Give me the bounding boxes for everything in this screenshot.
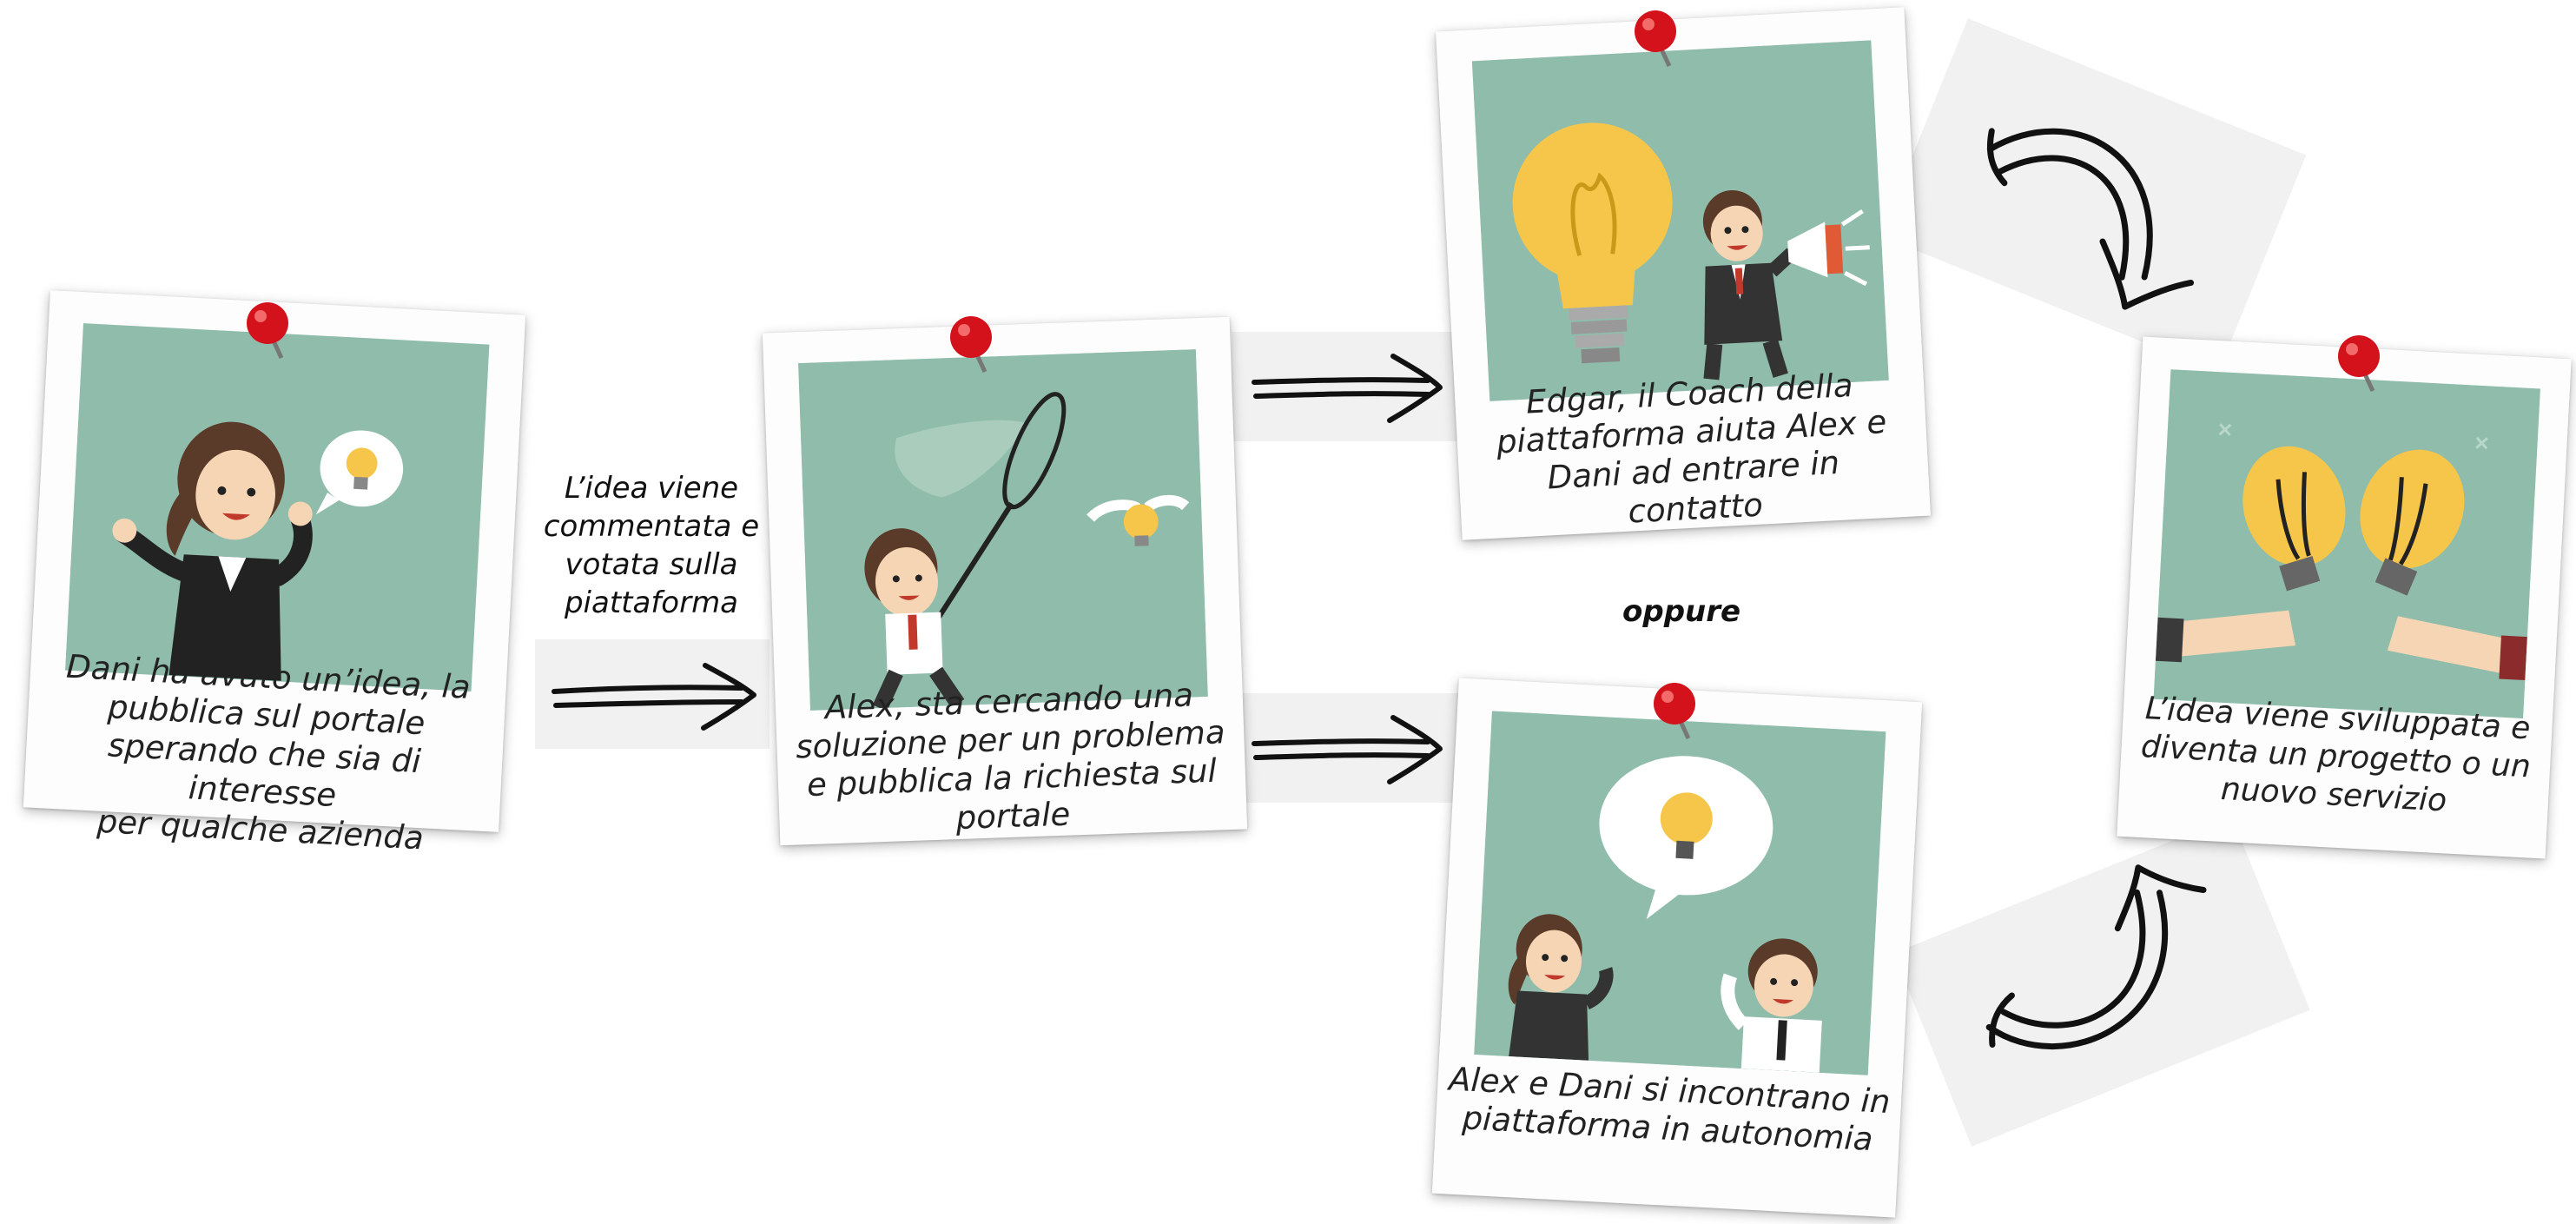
photo-step2: Alex, sta cercando una soluzione per un … <box>762 316 1248 846</box>
photo-step3a: Edgar, il Coach della piattaforma aiuta … <box>1436 7 1931 540</box>
double-arrow-icon <box>1252 354 1443 423</box>
lightbulb-icon <box>1087 494 1190 546</box>
photo-step1: Dani ha avuto un’idea, la pubblica sul p… <box>23 290 526 857</box>
push-pin-icon <box>1643 676 1713 745</box>
caption-step3b: Alex e Dani si incontrano in piattaforma… <box>1448 1060 1892 1159</box>
arrow-step2-to-step3a <box>1232 332 1459 441</box>
curved-double-arrow-icon <box>1986 128 2195 310</box>
push-pin-icon <box>1624 3 1694 73</box>
arrow-step2-to-step3b <box>1232 693 1459 803</box>
photo-step4: L’idea viene sviluppata e diventa un pro… <box>2117 336 2572 859</box>
lightbulb-icon <box>2360 449 2465 596</box>
caption-step1: Dani ha avuto un’idea, la pubblica sul p… <box>65 647 472 857</box>
alternative-label: oppure <box>1622 594 1741 629</box>
photo-step3b: Alex e Dani si incontrano in piattaforma… <box>1431 678 1923 1218</box>
arrow-step3b-to-step4 <box>1893 817 2310 1147</box>
lightbulb-icon <box>346 447 378 490</box>
caption-step4: L’idea viene sviluppata e diventa un pro… <box>2139 691 2532 819</box>
push-pin-icon <box>940 309 1009 379</box>
double-arrow-icon <box>552 663 756 731</box>
illustration-dani-idea <box>65 323 490 692</box>
lightbulb-icon <box>2242 446 2346 592</box>
push-pin-icon <box>236 295 306 365</box>
connector-label: L’idea viene commentata e votata sulla p… <box>543 471 760 620</box>
curved-double-arrow-icon <box>1985 864 2207 1050</box>
arrow-step1-to-step2 <box>535 639 769 749</box>
caption-step3a: Edgar, il Coach della piattaforma aiuta … <box>1495 366 1888 531</box>
illustration-edgar-coach <box>1471 40 1889 401</box>
illustration-alex-catching-idea <box>798 349 1208 711</box>
illustration-alex-dani-meet <box>1474 711 1886 1075</box>
lightbulb-icon <box>1512 122 1673 364</box>
double-arrow-icon <box>1252 715 1443 784</box>
push-pin-icon <box>2328 328 2397 398</box>
arrow-step3a-to-step4 <box>1879 18 2307 373</box>
illustration-idea-developed <box>2153 369 2540 718</box>
caption-step2: Alex, sta cercando una soluzione per un … <box>795 676 1226 837</box>
lightbulb-icon <box>1660 792 1713 859</box>
